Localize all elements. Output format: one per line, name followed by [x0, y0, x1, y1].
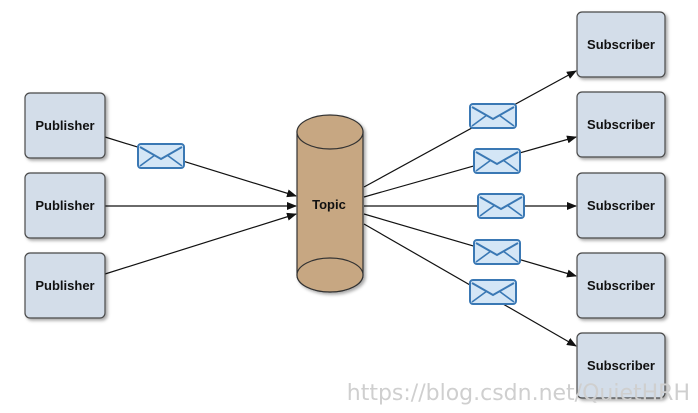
arrow-topic-to-subscriber-2 [363, 135, 577, 198]
publisher-label: Publisher [35, 118, 94, 133]
publisher-node-1: Publisher [24, 92, 106, 159]
envelope-icon [473, 239, 521, 265]
publisher-node-2: Publisher [24, 172, 106, 239]
subscriber-node-5: Subscriber [576, 332, 666, 399]
publisher-arrows [104, 136, 297, 275]
publisher-node-3: Publisher [24, 252, 106, 319]
topic-label: Topic [312, 197, 346, 212]
envelope-icon [469, 103, 517, 129]
subscriber-label: Subscriber [587, 117, 655, 132]
arrow-topic-to-subscriber-4 [363, 213, 577, 278]
envelope-icon [473, 148, 521, 174]
subscriber-node-1: Subscriber [576, 11, 666, 78]
topic-node [296, 114, 364, 293]
arrow-publisher-1-to-topic [104, 136, 297, 198]
subscriber-label: Subscriber [587, 37, 655, 52]
subscriber-label: Subscriber [587, 198, 655, 213]
subscriber-node-2: Subscriber [576, 91, 666, 158]
arrow-topic-to-subscriber-1 [363, 70, 577, 188]
publisher-label: Publisher [35, 198, 94, 213]
subscriber-label: Subscriber [587, 278, 655, 293]
subscriber-node-4: Subscriber [576, 252, 666, 319]
envelope-icon [477, 193, 525, 219]
subscriber-label: Subscriber [587, 358, 655, 373]
envelope-icon [469, 279, 517, 305]
arrow-publisher-3-to-topic [104, 212, 297, 275]
watermark: https://blog.csdn.net/QuietHRH [347, 381, 690, 406]
envelope-icon [137, 143, 185, 169]
publisher-label: Publisher [35, 278, 94, 293]
subscriber-node-3: Subscriber [576, 172, 666, 239]
